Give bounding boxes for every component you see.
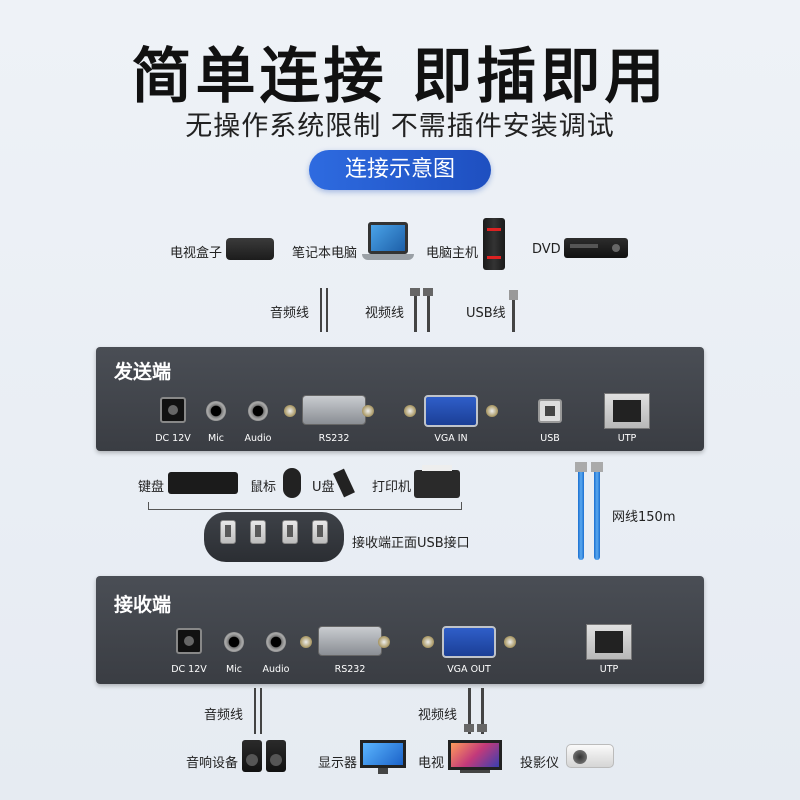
pc-tower-icon bbox=[483, 218, 505, 270]
keyboard-icon bbox=[168, 472, 238, 494]
dvd-player-icon bbox=[564, 238, 628, 258]
peripheral-label-keyboard: 键盘 bbox=[138, 480, 165, 495]
port-label-audio: Audio bbox=[244, 433, 272, 444]
output-label-monitor: 显示器 bbox=[318, 756, 358, 771]
page-title: 简单连接 即插即用 bbox=[131, 42, 669, 112]
receiver-front-usb-panel bbox=[204, 512, 344, 562]
projector-icon bbox=[566, 744, 614, 768]
front-usb-port-1 bbox=[220, 520, 236, 544]
network-cable-icon-2 bbox=[594, 462, 600, 560]
receiver-unit: 接收端 DC 12V Mic Audio RS232 VGA OUT UTP bbox=[96, 576, 704, 684]
vga-in-port bbox=[424, 395, 478, 427]
rs232-screw-left bbox=[284, 405, 296, 417]
video-out-cable-icon bbox=[468, 688, 471, 734]
usb-drive-icon bbox=[333, 468, 355, 498]
vga-out-port bbox=[442, 626, 496, 658]
source-label-dvd: DVD bbox=[532, 242, 561, 257]
audio-out-cable-icon bbox=[254, 688, 256, 734]
tv-icon bbox=[448, 740, 502, 776]
cable-label-audio-out: 音频线 bbox=[204, 708, 244, 723]
receiver-port-label-mic: Mic bbox=[225, 664, 243, 675]
video-cable-icon bbox=[414, 288, 417, 332]
receiver-title: 接收端 bbox=[114, 594, 172, 616]
source-label-tv-box: 电视盒子 bbox=[170, 246, 223, 261]
receiver-port-label-audio: Audio bbox=[262, 664, 290, 675]
utp-port bbox=[604, 393, 650, 429]
port-label-vga-in: VGA IN bbox=[434, 433, 468, 444]
cable-label-video-out: 视频线 bbox=[418, 708, 458, 723]
transmitter-title: 发送端 bbox=[114, 361, 172, 383]
port-label-utp: UTP bbox=[617, 433, 637, 444]
front-usb-port-3 bbox=[282, 520, 298, 544]
video-cable-icon-2 bbox=[427, 288, 430, 332]
output-label-speaker: 音响设备 bbox=[186, 756, 239, 771]
rs232-screw-right bbox=[362, 405, 374, 417]
audio-cable-icon bbox=[320, 288, 322, 332]
audio-jack bbox=[248, 401, 268, 421]
printer-icon bbox=[414, 465, 460, 498]
port-label-usb: USB bbox=[540, 433, 560, 444]
receiver-port-label-utp: UTP bbox=[599, 664, 619, 675]
audio-cable-icon-2 bbox=[326, 288, 328, 332]
mouse-icon bbox=[283, 468, 301, 498]
receiver-dc-power-port bbox=[176, 628, 202, 654]
video-out-cable-icon-2 bbox=[481, 688, 484, 734]
port-label-rs232: RS232 bbox=[318, 433, 350, 444]
video-connector-icon-2 bbox=[423, 288, 433, 296]
transmitter-unit: 发送端 DC 12V Mic Audio RS232 VGA IN USB UT… bbox=[96, 347, 704, 451]
video-out-connector-icon-2 bbox=[477, 724, 487, 732]
network-cable-label: 网线150m bbox=[612, 510, 676, 525]
page-subtitle: 无操作系统限制 不需插件安装调试 bbox=[185, 111, 615, 142]
receiver-audio-jack bbox=[266, 632, 286, 652]
receiver-vga-screw-left bbox=[422, 636, 434, 648]
peripheral-label-mouse: 鼠标 bbox=[250, 480, 277, 495]
cable-label-video-in: 视频线 bbox=[365, 306, 405, 321]
receiver-port-label-rs232: RS232 bbox=[334, 664, 366, 675]
usb-plug-icon bbox=[509, 290, 518, 300]
front-usb-port-2 bbox=[250, 520, 266, 544]
receiver-rs232-screw-left bbox=[300, 636, 312, 648]
usb-panel-label: 接收端正面USB接口 bbox=[352, 536, 470, 551]
video-connector-icon bbox=[410, 288, 420, 296]
dc-power-port bbox=[160, 397, 186, 423]
port-label-mic: Mic bbox=[207, 433, 225, 444]
receiver-mic-jack bbox=[224, 632, 244, 652]
diagram-badge: 连接示意图 bbox=[309, 150, 491, 190]
laptop-icon bbox=[362, 222, 414, 266]
usb-b-port bbox=[538, 399, 562, 423]
receiver-utp-port bbox=[586, 624, 632, 660]
source-label-pc: 电脑主机 bbox=[426, 246, 479, 261]
network-cable-icon bbox=[578, 462, 584, 560]
rj45-plug-icon bbox=[575, 462, 587, 472]
monitor-icon bbox=[360, 740, 406, 776]
rj45-plug-icon-2 bbox=[591, 462, 603, 472]
audio-out-cable-icon-2 bbox=[260, 688, 262, 734]
front-usb-port-4 bbox=[312, 520, 328, 544]
vga-screw-right bbox=[486, 405, 498, 417]
speaker-icon bbox=[242, 740, 288, 772]
rs232-port bbox=[302, 395, 366, 425]
tv-box-icon bbox=[226, 238, 274, 260]
peripheral-bracket bbox=[148, 502, 462, 510]
output-label-projector: 投影仪 bbox=[520, 756, 560, 771]
peripheral-label-usb-drive: U盘 bbox=[312, 480, 335, 495]
receiver-vga-screw-right bbox=[504, 636, 516, 648]
output-label-tv: 电视 bbox=[418, 756, 445, 771]
source-label-laptop: 笔记本电脑 bbox=[292, 246, 358, 261]
video-out-connector-icon bbox=[464, 724, 474, 732]
peripheral-label-printer: 打印机 bbox=[372, 480, 412, 495]
receiver-port-label-dc: DC 12V bbox=[171, 664, 207, 675]
cable-label-audio-in: 音频线 bbox=[270, 306, 310, 321]
mic-jack bbox=[206, 401, 226, 421]
receiver-rs232-port bbox=[318, 626, 382, 656]
cable-label-usb-in: USB线 bbox=[466, 306, 506, 321]
usb-cable-icon bbox=[512, 290, 515, 332]
receiver-port-label-vga-out: VGA OUT bbox=[447, 664, 491, 675]
receiver-rs232-screw-right bbox=[378, 636, 390, 648]
vga-screw-left bbox=[404, 405, 416, 417]
port-label-dc: DC 12V bbox=[155, 433, 191, 444]
